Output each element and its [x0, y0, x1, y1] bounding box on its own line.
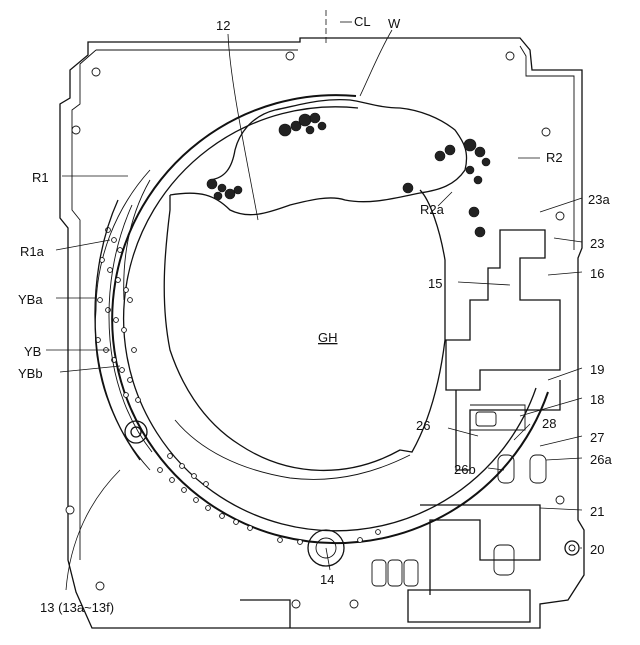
label-27: 27: [590, 430, 604, 445]
opening-gh: [164, 190, 445, 470]
blob-cluster-top: [279, 113, 326, 136]
label-yb: YB: [24, 344, 41, 359]
label-19: 19: [590, 362, 604, 377]
drum-circle-line3: [95, 170, 150, 470]
label-12: 12: [216, 18, 230, 33]
label-16: 16: [590, 266, 604, 281]
label-23: 23: [590, 236, 604, 251]
label-ybb: YBb: [18, 366, 43, 381]
blob-cluster-right: [403, 139, 490, 237]
bottom-fittings: [372, 560, 418, 586]
label-14: 14: [320, 572, 334, 587]
duct-15-16: [446, 230, 560, 390]
label-cl: CL: [354, 14, 371, 29]
label-r2: R2: [546, 150, 563, 165]
label-26: 26: [416, 418, 430, 433]
label-23a: 23a: [588, 192, 610, 207]
label-26b: 26b: [454, 462, 476, 477]
label-18: 18: [590, 392, 604, 407]
screw-holes: [66, 52, 564, 608]
label-w: W: [388, 16, 401, 31]
label-r1: R1: [32, 170, 49, 185]
label-yba: YBa: [18, 292, 43, 307]
bottom-outlet: [240, 590, 530, 628]
label-21: 21: [590, 504, 604, 519]
label-r2a: R2a: [420, 202, 445, 217]
label-15: 15: [428, 276, 442, 291]
part-20-outer: [565, 541, 579, 555]
opening-gh-rim: [175, 420, 410, 479]
band-r1a: [124, 180, 150, 300]
part-20-inner: [569, 545, 575, 551]
label-r1a: R1a: [20, 244, 45, 259]
label-13: 13 (13a~13f): [40, 600, 114, 615]
label-26a: 26a: [590, 452, 612, 467]
label-gh: GH: [318, 330, 338, 345]
label-28: 28: [542, 416, 556, 431]
label-20: 20: [590, 542, 604, 557]
